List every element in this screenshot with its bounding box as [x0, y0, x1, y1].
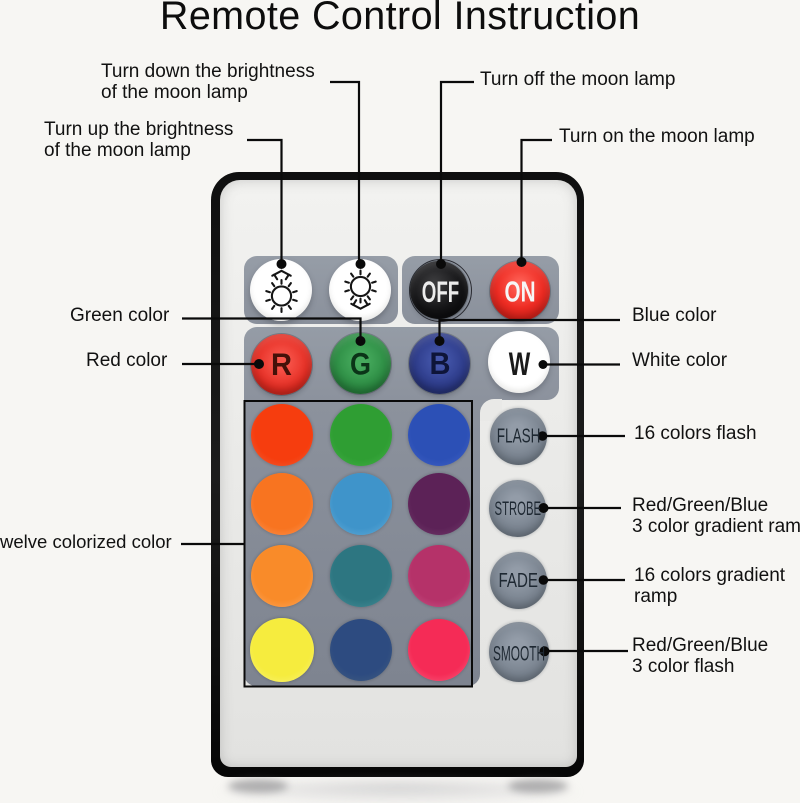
svg-text:FADE: FADE: [498, 569, 538, 592]
svg-text:FLASH: FLASH: [497, 425, 541, 447]
svg-text:OFF: OFF: [422, 276, 459, 310]
svg-text:W: W: [509, 346, 531, 382]
svg-text:B: B: [430, 347, 451, 381]
svg-text:SMOOTH: SMOOTH: [493, 642, 545, 665]
svg-text:STROBE: STROBE: [495, 499, 542, 520]
svg-text:G: G: [350, 347, 371, 382]
svg-text:ON: ON: [504, 276, 535, 308]
svg-text:R: R: [271, 348, 292, 382]
